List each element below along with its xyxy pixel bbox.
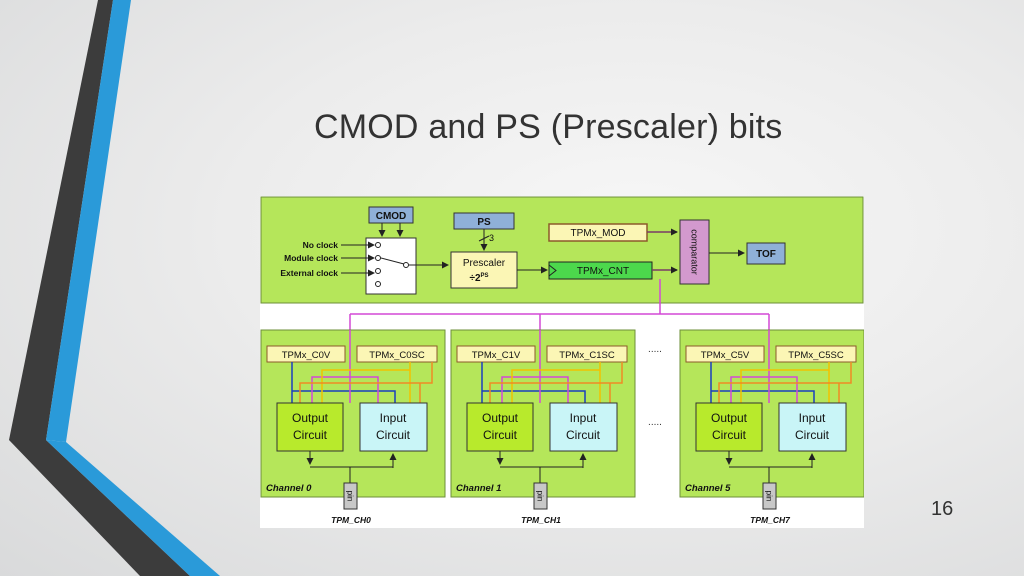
- channel-cv-label: TPMx_C5V: [701, 350, 750, 361]
- output-circuit-line1: Output: [482, 411, 519, 425]
- mux-switch: [380, 257, 405, 265]
- wire-magenta: [311, 330, 351, 403]
- ps-label: PS: [477, 217, 491, 228]
- wire-magenta: [501, 330, 541, 403]
- input-circuit-line1: Input: [570, 411, 597, 425]
- wire-yellow: [321, 362, 411, 403]
- channel-output-label: TPM_CH7: [750, 515, 791, 525]
- channel-cv-register: [456, 345, 536, 363]
- wire-blue-bus: [292, 390, 396, 403]
- wire-orange: [718, 362, 852, 403]
- pin-box: [343, 482, 358, 510]
- ellipsis-top: .....: [648, 344, 662, 355]
- slide-title: CMOD and PS (Prescaler) bits: [314, 108, 783, 146]
- comparator-box: [679, 219, 710, 285]
- input-circuit-line2: Circuit: [376, 428, 411, 442]
- tpm-block-diagram: CMOD No clock Module clock External cloc…: [260, 196, 864, 528]
- pin-label: pin: [765, 491, 774, 502]
- pin-box: [533, 482, 548, 510]
- comparator-label: comparator: [690, 229, 700, 275]
- output-circuit-line2: Circuit: [483, 428, 518, 442]
- channel-csc-label: TPMx_C1SC: [559, 350, 615, 361]
- channel-csc-register: [546, 345, 628, 363]
- wire-blue-bus: [711, 390, 815, 403]
- pin-label: pin: [346, 491, 355, 502]
- slide-number: 16: [931, 498, 954, 520]
- mux-pin-2: [375, 255, 381, 261]
- tof-box: [746, 242, 786, 265]
- input-circuit-line1: Input: [799, 411, 826, 425]
- channel-csc-label: TPMx_C0SC: [369, 350, 425, 361]
- output-circuit: [276, 402, 344, 452]
- clock-input-none: No clock: [303, 240, 339, 250]
- channel-0: TPMx_C0V TPMx_C0SC Output Circuit Input …: [260, 329, 446, 525]
- mux-pin-1: [375, 242, 381, 248]
- output-circuit: [695, 402, 763, 452]
- channel-output-label: TPM_CH0: [331, 515, 371, 525]
- output-circuit-line2: Circuit: [712, 428, 747, 442]
- channel-csc-register: [775, 345, 857, 363]
- channel-cv-register: [685, 345, 765, 363]
- decor-bar-dark: [9, 0, 113, 440]
- input-circuit-line1: Input: [380, 411, 407, 425]
- ps-bus-slash: [478, 235, 490, 242]
- channel-cv-label: TPMx_C1V: [472, 350, 521, 361]
- clock-input-module: Module clock: [284, 253, 338, 263]
- mod-register-label: TPMx_MOD: [571, 228, 626, 239]
- channel-1: TPMx_C1V TPMx_C1SC Output Circuit Input …: [450, 329, 636, 525]
- wire-orange: [489, 362, 623, 403]
- pin-box: [762, 482, 777, 510]
- channel-5: TPMx_C5V TPMx_C5SC Output Circuit Input …: [679, 329, 864, 525]
- channel-cv-register: [266, 345, 346, 363]
- channel-output-label: TPM_CH1: [521, 515, 561, 525]
- wire-magenta-3: [350, 376, 379, 403]
- cnt-clock-indicator: [548, 264, 557, 277]
- cmod-box: [368, 206, 414, 224]
- input-circuit-line2: Circuit: [795, 428, 830, 442]
- channel-name: Channel 5: [685, 483, 731, 494]
- prescaler-divider: ÷2: [469, 273, 480, 284]
- tof-label: TOF: [756, 249, 776, 260]
- ellipsis-middle: .....: [648, 417, 662, 428]
- wire-yellow: [511, 362, 601, 403]
- pin-label: pin: [536, 491, 545, 502]
- output-circuit: [466, 402, 534, 452]
- output-circuit-line2: Circuit: [293, 428, 328, 442]
- prescaler-exponent: PS: [481, 273, 489, 279]
- wire-blue-bus: [482, 390, 586, 403]
- input-circuit: [359, 402, 428, 452]
- wire-magenta-3: [769, 376, 798, 403]
- clock-input-external: External clock: [280, 268, 338, 278]
- input-circuit-line2: Circuit: [566, 428, 601, 442]
- output-circuit-line1: Output: [711, 411, 748, 425]
- counter-bus: [349, 279, 770, 330]
- channel-name: Channel 1: [456, 483, 501, 494]
- channel-csc-label: TPMx_C5SC: [788, 350, 844, 361]
- input-circuit: [778, 402, 847, 452]
- wire-yellow: [740, 362, 830, 403]
- output-circuit-line1: Output: [292, 411, 329, 425]
- wire-orange: [299, 362, 433, 403]
- decor-floor-dark: [9, 440, 190, 576]
- decor-floor-blue: [46, 440, 220, 576]
- decor-bar-blue: [46, 0, 131, 442]
- mux-pin-3: [375, 268, 381, 274]
- channel-name: Channel 0: [266, 483, 312, 494]
- cmod-label: CMOD: [376, 211, 407, 222]
- channel-csc-register: [356, 345, 438, 363]
- wire-magenta: [730, 330, 770, 403]
- mux-pin-4: [375, 281, 381, 287]
- prescaler-label: Prescaler: [463, 258, 506, 269]
- prescaler-formula: ÷2PS: [469, 273, 488, 284]
- ps-bus-width: 3: [489, 233, 494, 243]
- mux-out-pin: [403, 262, 409, 268]
- wire-magenta-3: [540, 376, 569, 403]
- cnt-register-label: TPMx_CNT: [577, 266, 629, 277]
- channel-cv-label: TPMx_C0V: [282, 350, 331, 361]
- input-circuit: [549, 402, 618, 452]
